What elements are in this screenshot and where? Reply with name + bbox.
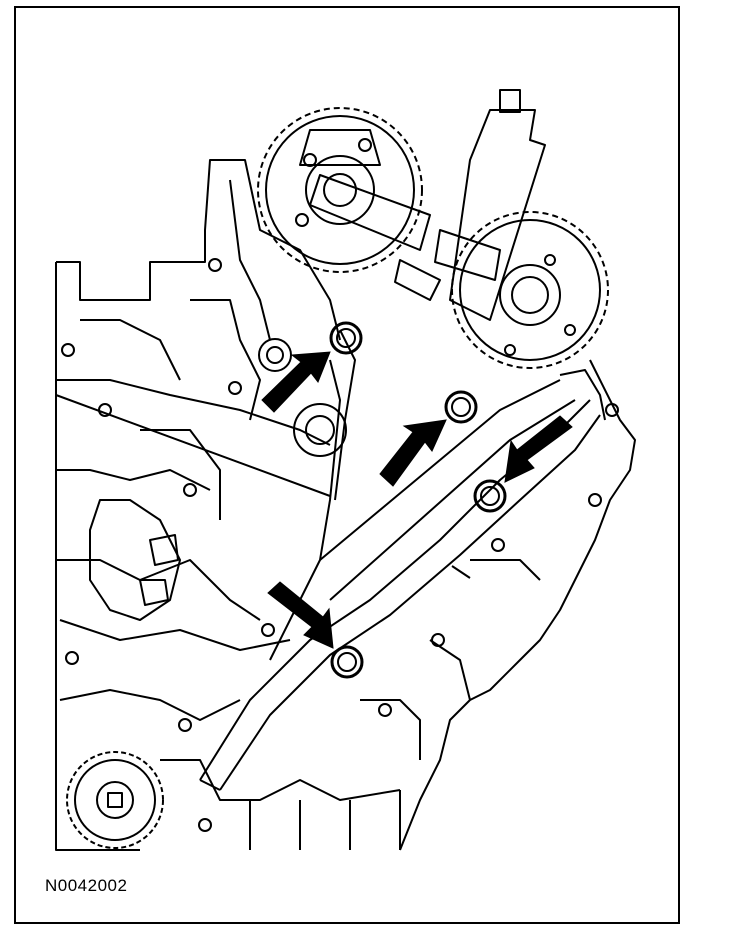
arrow-upper-middle-icon xyxy=(379,419,447,487)
bolt-upper-left-icon xyxy=(329,321,363,355)
camshaft-sprocket-right xyxy=(451,211,609,369)
reference-lines xyxy=(55,394,471,579)
camshaft-holding-tool xyxy=(309,89,546,321)
bolt-right-icon xyxy=(473,479,507,513)
camshaft-sprocket-left xyxy=(257,107,423,273)
bolt-lower-icon xyxy=(330,645,364,679)
engine-block-casting xyxy=(55,159,401,851)
highlighted-bolts xyxy=(329,321,507,679)
arrow-right-icon xyxy=(504,415,573,483)
callout-arrows xyxy=(261,351,573,649)
timing-chain-guide-left xyxy=(269,329,356,661)
bolt-upper-middle-icon xyxy=(444,390,478,424)
arrow-lower-icon xyxy=(267,581,334,649)
casting-holes xyxy=(61,258,619,832)
crankshaft-sprocket xyxy=(66,751,164,849)
figure-frame xyxy=(14,6,680,924)
figure-id-label: N0042002 xyxy=(45,876,128,895)
arrow-upper-left-icon xyxy=(261,351,331,413)
